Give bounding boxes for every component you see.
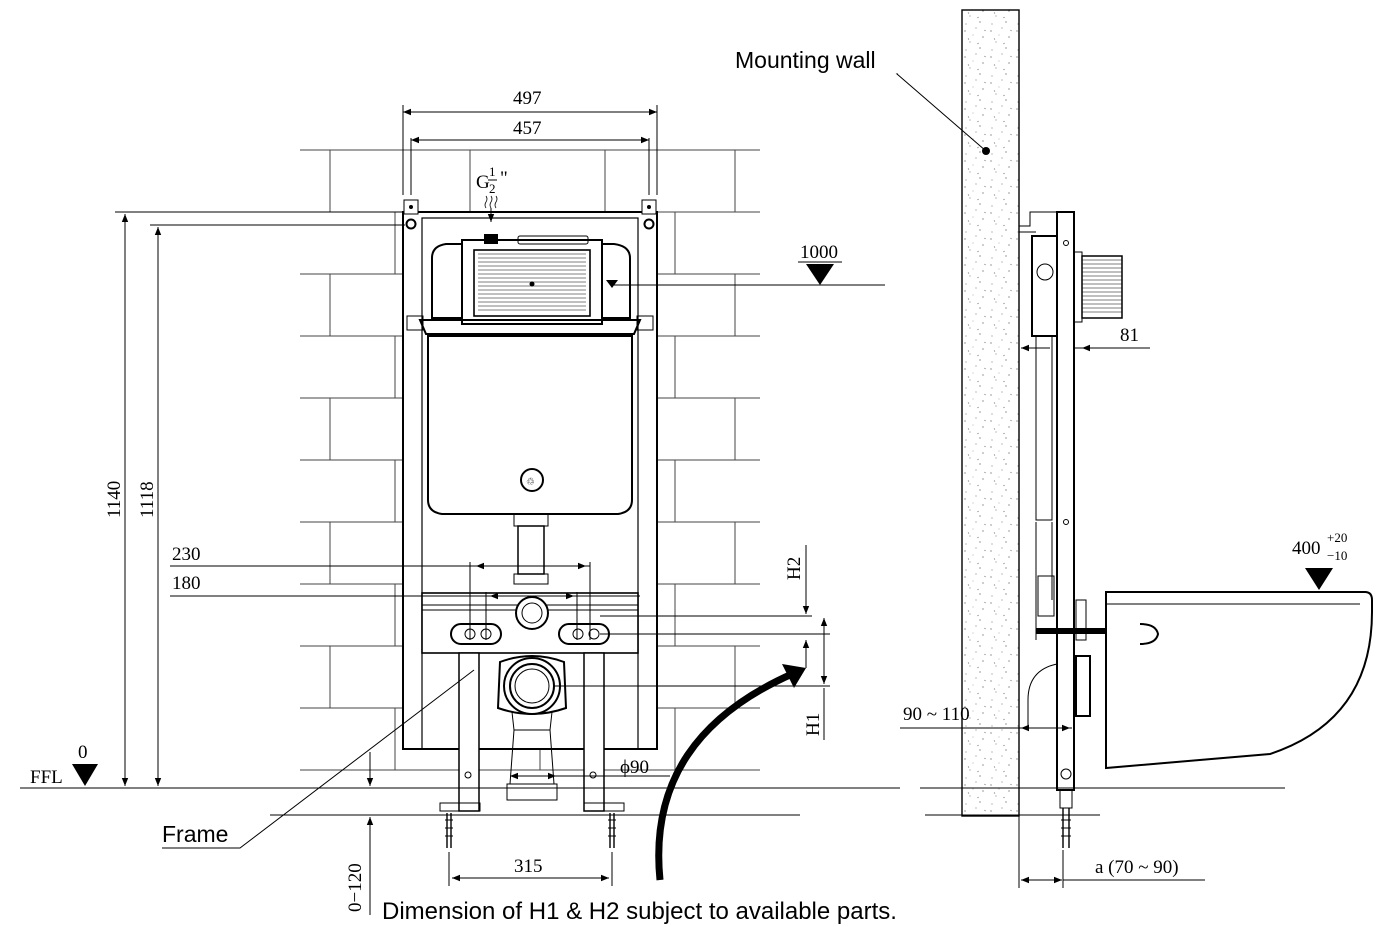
mounting-wall-label: Mounting wall — [735, 47, 876, 73]
dim-h1: H1 — [803, 713, 824, 736]
dim-1140: 1140 — [104, 481, 125, 518]
mounting-wall — [961, 9, 1020, 817]
dim-457: 457 — [513, 118, 542, 139]
svg-text:♲: ♲ — [526, 477, 535, 488]
water-inlet-label: G 1 2 " — [476, 164, 508, 222]
seat-height-400: 400 — [1292, 538, 1321, 559]
svg-text:G: G — [476, 172, 490, 193]
front-view: ♲ — [20, 88, 900, 915]
svg-text:1: 1 — [489, 164, 496, 179]
dim-adjust-0-120: 0−120 — [345, 863, 366, 912]
svg-text:": " — [500, 168, 508, 189]
dim-h2: H2 — [784, 557, 805, 580]
dim-180: 180 — [172, 573, 201, 594]
frame-label: Frame — [162, 821, 228, 847]
tolerance-minus: −10 — [1327, 548, 1347, 563]
level-1000: 1000 — [800, 242, 838, 263]
dim-90-110: 90 ~ 110 — [903, 704, 970, 725]
svg-text:2: 2 — [489, 181, 496, 196]
dim-497: 497 — [513, 88, 542, 109]
frame-legs — [439, 652, 625, 848]
dim-1118: 1118 — [137, 481, 158, 518]
dim-230: 230 — [172, 544, 201, 565]
dim-81: 81 — [1120, 325, 1139, 346]
ffl-label: FFL — [30, 767, 63, 788]
ffl-zero: 0 — [78, 742, 88, 763]
toilet-bowl — [1105, 591, 1373, 770]
dim-315: 315 — [514, 856, 543, 877]
tolerance-plus: +20 — [1327, 530, 1347, 545]
dim-a-70-90: a (70 ~ 90) — [1095, 857, 1179, 878]
note-arrow — [655, 670, 794, 881]
side-view: Mounting wall 81 90 ~ 1 — [735, 9, 1373, 888]
dimension-note: Dimension of H1 & H2 subject to availabl… — [382, 898, 897, 925]
bowl-bracket — [421, 592, 639, 654]
cistern: ♲ — [418, 234, 642, 585]
dim-phi90: ϕ90 — [620, 757, 649, 778]
